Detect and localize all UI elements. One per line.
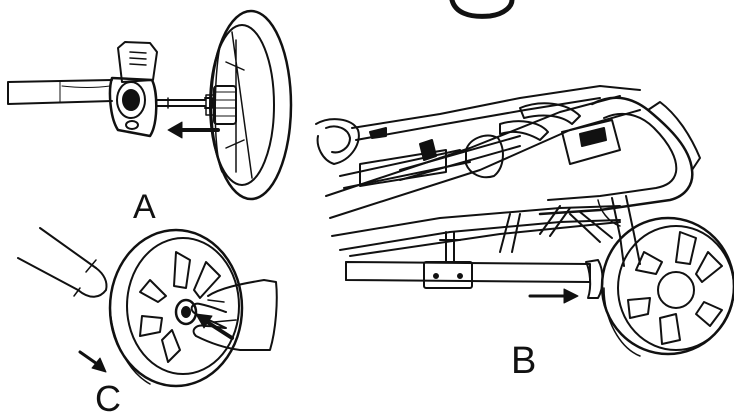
wheel-icon-b	[600, 216, 734, 357]
panel-c-drawing	[17, 227, 278, 388]
panel-a-drawing	[7, 9, 293, 201]
leg-sleeve	[77, 267, 108, 298]
top-fragment	[449, 0, 515, 19]
brake-flap	[117, 41, 158, 83]
arrow-head-a	[167, 121, 183, 139]
joint-block	[561, 119, 621, 165]
frame-diagonal	[325, 95, 621, 197]
hub-housing	[108, 76, 158, 138]
frame-tube-upper	[351, 85, 641, 129]
arrow-head-b	[563, 288, 579, 304]
wheel-icon-a	[205, 9, 293, 201]
left-clamp	[315, 118, 360, 165]
panel-b-drawing	[315, 85, 734, 357]
axle-pin	[155, 97, 213, 109]
wheel-icon-c	[108, 228, 244, 388]
leg-tube	[17, 227, 97, 291]
base-rail	[345, 261, 591, 283]
panel-label-b: B	[511, 340, 537, 382]
bracket	[423, 261, 473, 289]
arrow-icon-c-hub	[202, 318, 234, 340]
panel-label-a: A	[133, 188, 156, 226]
panel-label-c: C	[95, 378, 121, 419]
handle-curve	[538, 96, 694, 216]
rear-leg	[611, 195, 641, 267]
